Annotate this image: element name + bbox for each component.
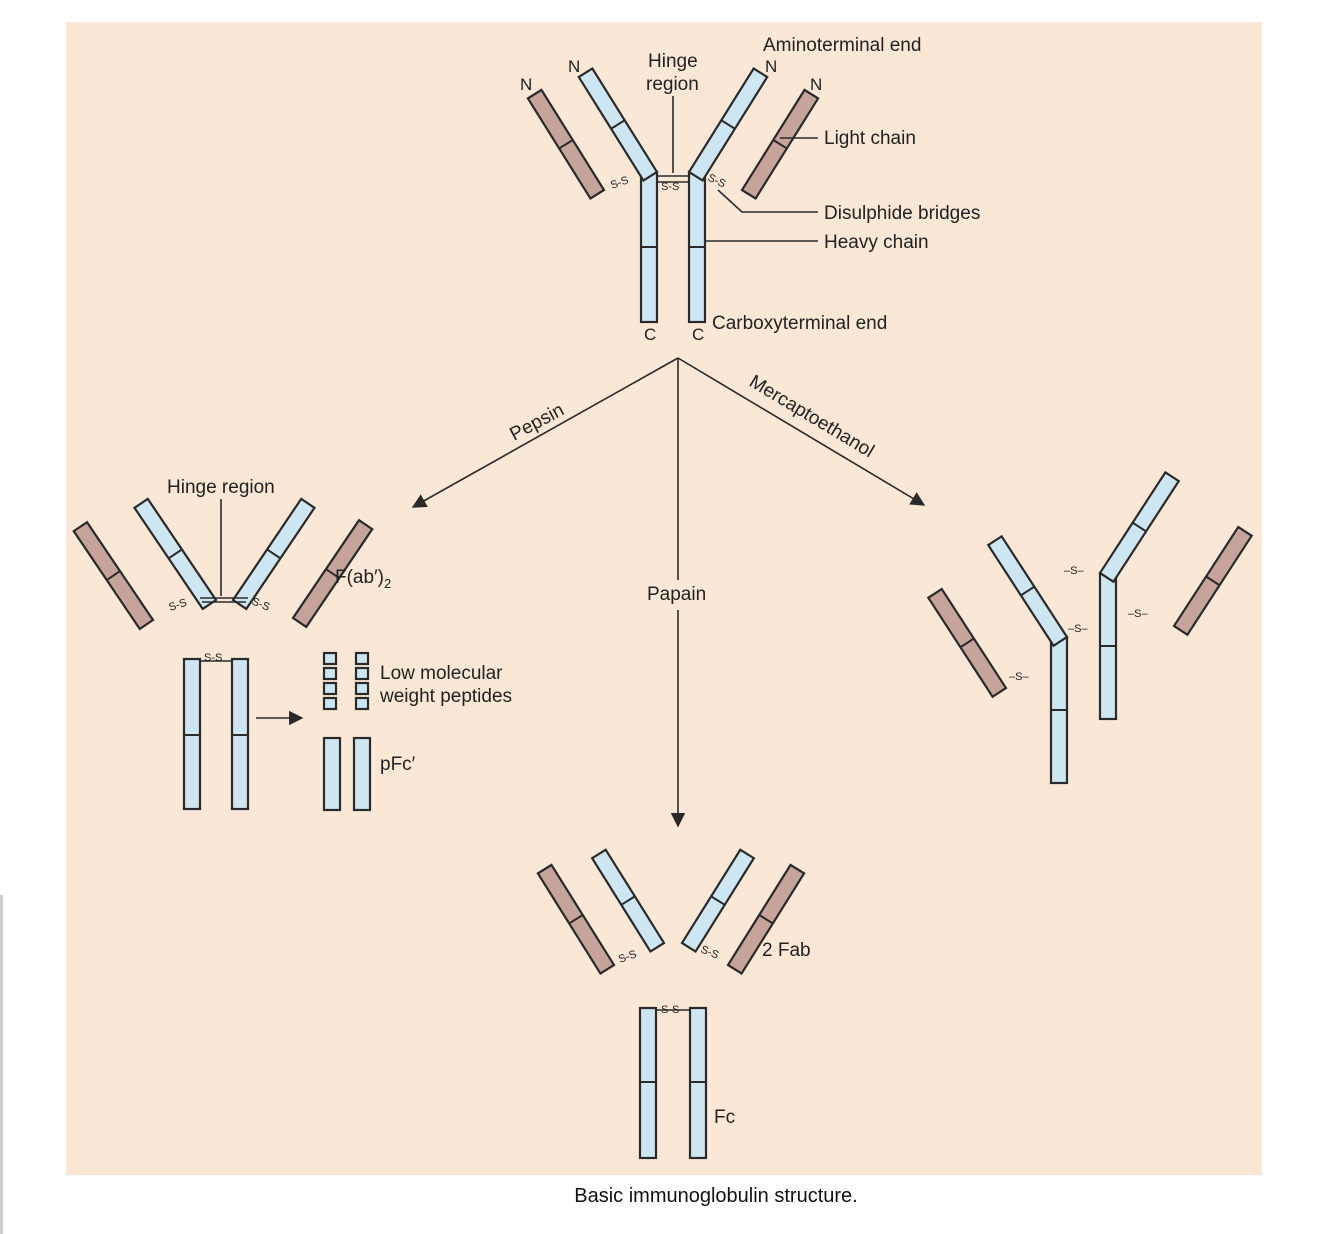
papain-label: Papain [647, 584, 706, 605]
ss-hinge-top: S-S [661, 181, 679, 193]
c-terminal-right: C [692, 325, 704, 344]
heavy-chain-left-arm [577, 67, 659, 182]
ss-fc: S-S [661, 1004, 679, 1016]
free-s-heavy-1: –S– [1068, 623, 1088, 635]
fab2-heavy-right [231, 497, 317, 611]
disulphide-bridges-label: Disulphide bridges [824, 203, 980, 224]
ss-fab-right: S-S [699, 944, 721, 962]
pfc-chain-left [322, 736, 342, 812]
ss-pepsin-fc: S-S [204, 652, 222, 664]
hinge-region-label-left: Hinge region [167, 477, 275, 498]
fab2-heavy-left [132, 497, 218, 611]
fc-fragment: S-S Fc [638, 1004, 735, 1160]
light-chain-right [740, 88, 820, 200]
pepsin-arrow [411, 357, 679, 508]
fab-heavy-left [590, 848, 666, 953]
ss-fab2-right: S-S [250, 596, 272, 614]
pfc-chain-right [352, 736, 372, 812]
ss-fab-left: S-S [617, 948, 638, 966]
pfc-label: pFc′ [380, 754, 416, 775]
aminoterminal-end-label: Aminoterminal end [763, 35, 921, 56]
pepsin-fc-remainder: S-S Low molecular weight peptides pFc′ [182, 651, 512, 812]
low-mw-peptides [322, 651, 370, 711]
carboxyterminal-end-label: Carboxyterminal end [712, 313, 887, 334]
hinge-region-label-top-2: region [646, 74, 699, 95]
fab2-light-right [291, 518, 374, 629]
reduced-chains: –S– –S– –S– –S– [926, 470, 1254, 785]
figure-caption: Basic immunoglobulin structure. [574, 1185, 858, 1207]
heavy-chain-label: Heavy chain [824, 232, 929, 253]
page-edge-bar [0, 895, 3, 1234]
n-terminal-heavy-left: N [568, 57, 580, 76]
low-mw-label-2: weight peptides [379, 686, 512, 707]
fab2-light-left [72, 520, 155, 631]
intact-antibody: S-S S-S S-S N N N N C C Hinge region Ami… [520, 35, 980, 344]
reduced-heavy-1-arm [986, 534, 1069, 648]
light-chain-label: Light chain [824, 128, 916, 149]
n-terminal-light-left: N [520, 75, 532, 94]
reduced-light-1 [926, 587, 1008, 699]
fab-heavy-right [680, 848, 756, 953]
fab2-label: F(ab′)2 [335, 567, 391, 591]
fab-label: 2 Fab [762, 940, 811, 961]
enzyme-arrows: Pepsin Papain Mercaptoethanol [411, 357, 926, 828]
mercaptoethanol-label: Mercaptoethanol [745, 371, 877, 462]
n-terminal-heavy-right: N [765, 57, 777, 76]
diagram-background [66, 22, 1262, 1175]
ss-left-top: S-S [609, 174, 630, 192]
reduced-light-2 [1172, 525, 1254, 637]
free-s-light-1: –S– [1009, 671, 1029, 683]
free-s-heavy-2: –S– [1064, 565, 1084, 577]
n-terminal-light-right: N [810, 75, 822, 94]
pepsin-label: Pepsin [506, 400, 567, 446]
ss-fab2-left: S-S [167, 597, 188, 614]
c-terminal-left: C [644, 325, 656, 344]
free-s-light-2: –S– [1128, 608, 1148, 620]
low-mw-label-1: Low molecular [380, 663, 503, 684]
reduced-heavy-2-arm [1098, 470, 1181, 584]
ss-right-top: S-S [706, 172, 728, 191]
mercaptoethanol-arrow [677, 357, 926, 506]
hinge-region-label-top-1: Hinge [648, 51, 698, 72]
light-chain-left [526, 88, 606, 200]
fc-label: Fc [714, 1107, 735, 1128]
fab2-fragment: S-S S-S Hinge region F(ab′)2 [72, 477, 391, 631]
heavy-chain-right-arm [687, 67, 769, 182]
fab-light-left [536, 863, 616, 975]
fab-light-right [726, 863, 806, 975]
fab-fragments: S-S S-S 2 Fab [536, 848, 811, 975]
